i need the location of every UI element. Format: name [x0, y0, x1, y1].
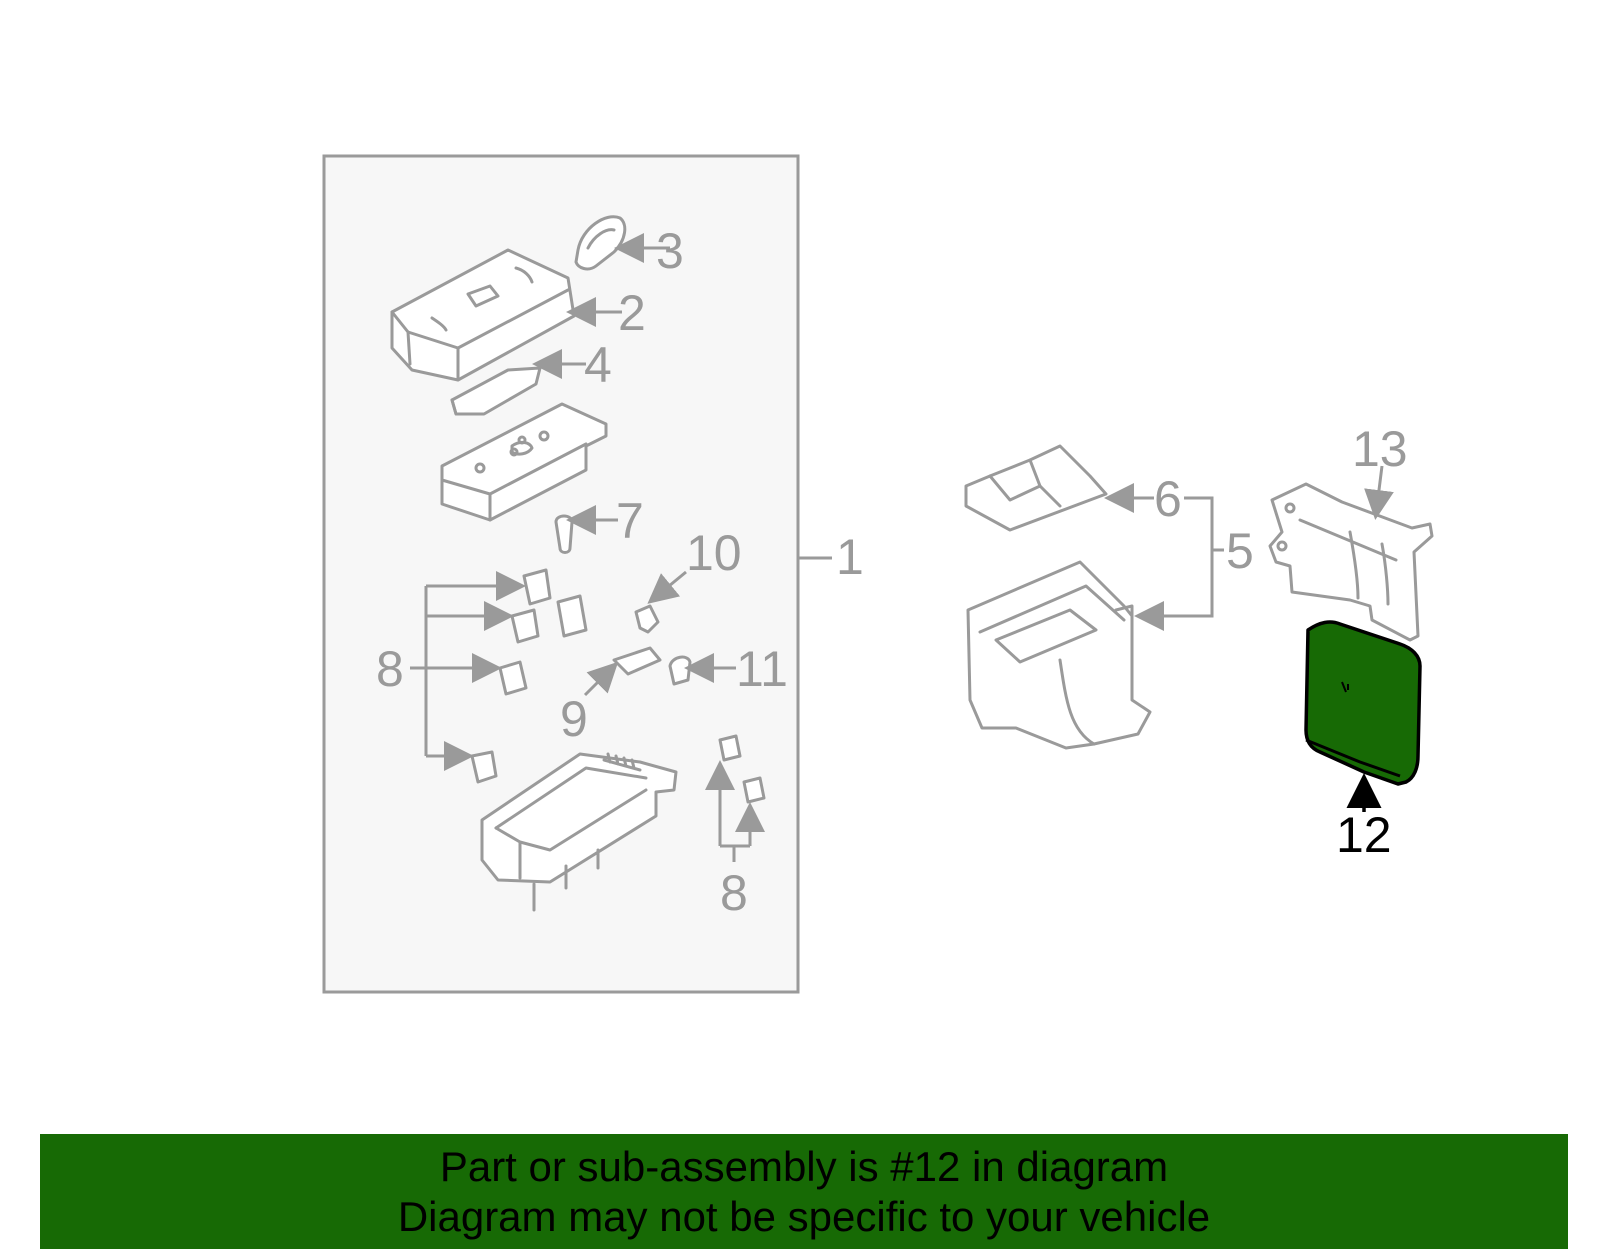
callout-6: 6 — [1154, 471, 1182, 527]
callout-3: 3 — [656, 223, 684, 279]
part-8-relays — [470, 568, 588, 784]
part-4-plate — [450, 366, 542, 416]
callout-2: 2 — [618, 285, 646, 341]
part-2-cover — [390, 248, 576, 382]
leader-lines — [410, 233, 1394, 862]
callout-10: 10 — [686, 525, 742, 581]
callout-8-left: 8 — [376, 641, 404, 697]
part-12-module — [1304, 620, 1422, 786]
info-banner: Part or sub-assembly is #12 in diagram D… — [40, 1134, 1568, 1249]
callout-9: 9 — [560, 691, 588, 747]
part-13-bracket — [1268, 482, 1434, 642]
banner-line-2: Diagram may not be specific to your vehi… — [397, 1193, 1211, 1240]
callout-12: 12 — [1336, 807, 1392, 863]
callout-7: 7 — [616, 493, 644, 549]
callout-1: 1 — [836, 529, 864, 585]
callout-8-bottom: 8 — [720, 865, 748, 921]
part-11-clip — [668, 655, 692, 686]
part-9-connector — [612, 646, 662, 676]
part-5-housing — [966, 560, 1152, 750]
callout-11: 11 — [736, 641, 788, 697]
callout-5: 5 — [1226, 523, 1254, 579]
upper-block — [440, 402, 608, 522]
banner-line-1: Part or sub-assembly is #12 in diagram — [439, 1143, 1169, 1190]
callout-13: 13 — [1352, 421, 1408, 477]
part-6-tray — [964, 444, 1108, 532]
callout-4: 4 — [584, 337, 612, 393]
part-10-clip — [634, 604, 660, 634]
part-8-relays-right — [718, 734, 766, 804]
lower-fuse-block — [480, 752, 678, 912]
part-7-fuse — [554, 514, 574, 554]
callout-labels: 1 2 3 4 5 6 7 8 8 9 10 11 12 13 — [376, 223, 1408, 921]
